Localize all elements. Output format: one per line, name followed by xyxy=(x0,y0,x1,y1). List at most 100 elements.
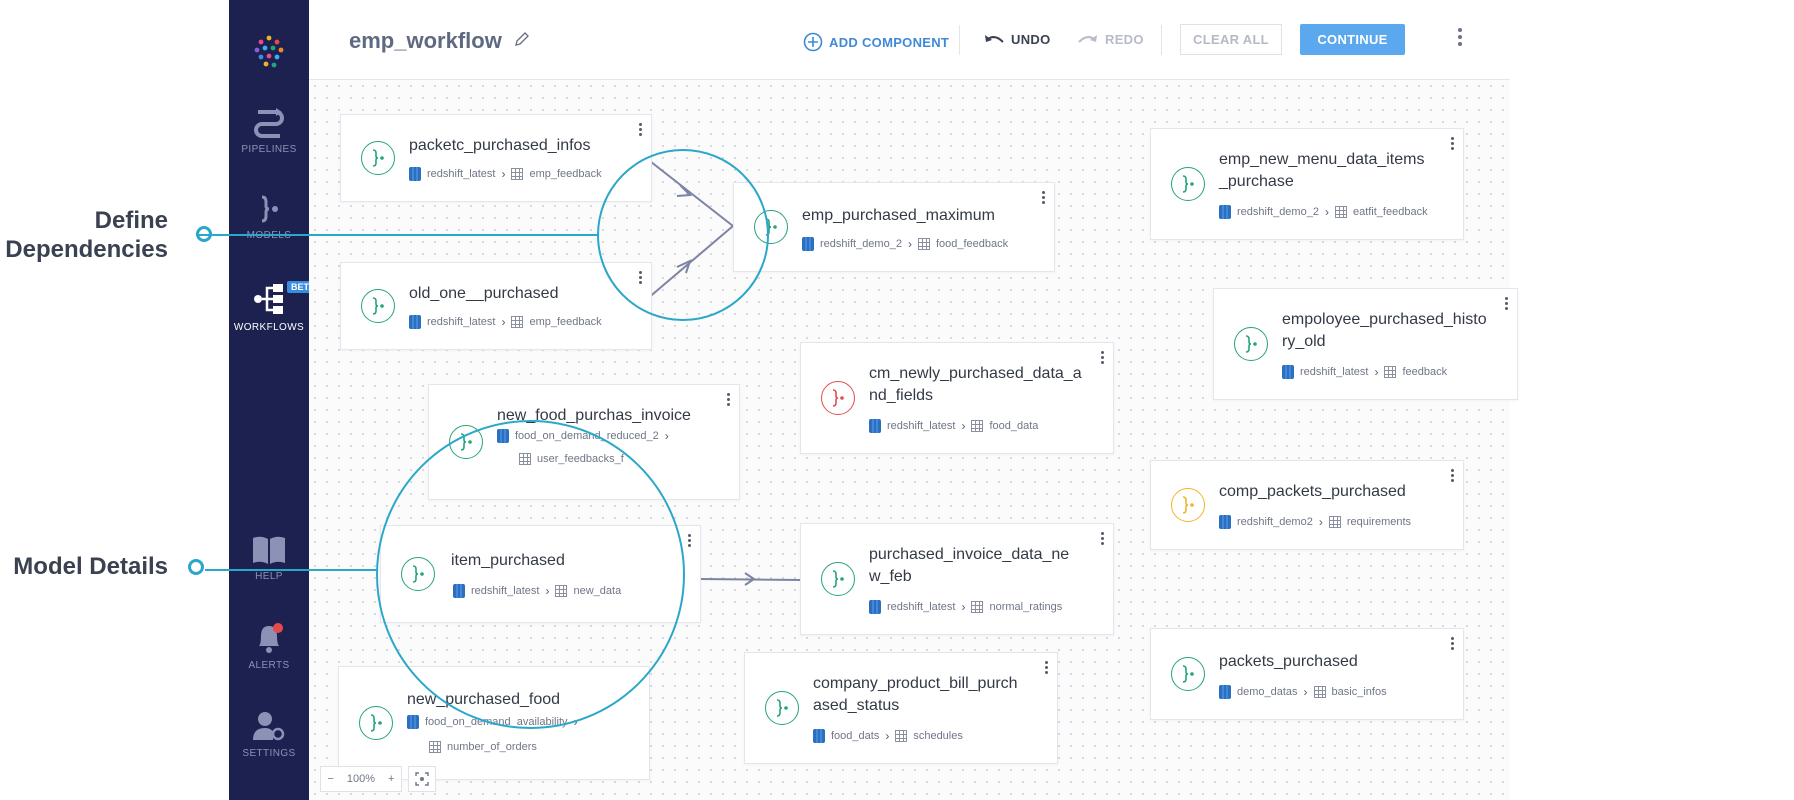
model-icon xyxy=(1234,327,1268,361)
sidebar-item-workflows[interactable]: WORKFLOWS xyxy=(229,282,309,333)
model-meta: redshift_demo2 › requirements xyxy=(1219,515,1411,529)
source-name: redshift_demo2 xyxy=(1237,516,1313,528)
chevron-right-icon: › xyxy=(961,600,966,614)
model-node[interactable]: purchased_invoice_data_ne w_feb redshift… xyxy=(800,523,1114,635)
model-icon xyxy=(359,706,393,740)
node-menu-icon[interactable] xyxy=(688,534,692,549)
model-details-magnifier xyxy=(376,420,685,729)
undo-label: UNDO xyxy=(1011,32,1051,47)
database-icon xyxy=(409,315,421,329)
sidebar-item-alerts[interactable]: ALERTS xyxy=(229,622,309,671)
sidebar-item-label: ALERTS xyxy=(248,660,290,671)
zoom-out-button[interactable]: − xyxy=(327,773,334,785)
model-name: company_product_bill_purch ased_status xyxy=(813,675,1018,714)
model-node[interactable]: comp_packets_purchased redshift_demo2›re… xyxy=(1150,460,1464,550)
user-settings-icon xyxy=(253,712,285,741)
model-name: purchased_invoice_data_ne w_feb xyxy=(869,546,1070,585)
add-component-button[interactable]: ADD COMPONENT xyxy=(803,32,949,52)
database-icon xyxy=(802,237,814,251)
sidebar: PIPELINES MODELS WORKFLOWS BETA HELP ALE… xyxy=(229,0,319,800)
database-icon xyxy=(407,715,419,729)
table-name: food_data xyxy=(989,420,1039,432)
model-meta: redshift_latest›food_data xyxy=(869,419,1038,433)
fit-to-screen-button[interactable] xyxy=(408,766,436,792)
undo-button[interactable]: UNDO xyxy=(983,32,1050,47)
table-icon xyxy=(895,730,908,742)
zoom-level: 100% xyxy=(346,773,376,785)
bell-icon xyxy=(259,623,283,653)
model-name: emp_new_menu_data_items _purchase xyxy=(1219,151,1425,190)
model-node[interactable]: packetc_purchased_infos redshift_latest›… xyxy=(340,114,652,202)
node-menu-icon[interactable] xyxy=(1042,191,1046,206)
toolbar-divider xyxy=(1161,25,1162,55)
redo-label: REDO xyxy=(1105,32,1144,47)
model-node[interactable]: old_one__purchased redshift_latest›emp_f… xyxy=(340,262,652,350)
source-name: redshift_latest xyxy=(887,420,956,432)
source-name: redshift_latest xyxy=(1300,366,1369,378)
model-name: old_one__purchased xyxy=(409,285,559,302)
define-dependencies-label: Define Dependencies xyxy=(5,206,168,264)
chevron-right-icon: › xyxy=(1303,685,1308,699)
model-node[interactable]: empoloyee_purchased_histo ry_old redshif… xyxy=(1213,288,1518,400)
table-name: basic_infos xyxy=(1331,686,1387,698)
model-name: cm_newly_purchased_data_a nd_fields xyxy=(869,365,1082,404)
model-icon xyxy=(1171,657,1205,691)
table-name: number_of_orders xyxy=(447,741,537,753)
model-icon xyxy=(1171,167,1205,201)
define-label-line1: Define xyxy=(94,207,168,234)
source-name: redshift_latest xyxy=(887,601,956,613)
chevron-right-icon: › xyxy=(885,729,890,743)
model-node[interactable]: packets_purchased demo_datas›basic_infos xyxy=(1150,628,1464,720)
clear-all-button[interactable]: CLEAR ALL xyxy=(1180,24,1282,55)
model-meta: redshift_latest›feedback xyxy=(1282,365,1447,379)
chevron-right-icon: › xyxy=(1318,515,1323,529)
table-icon xyxy=(1328,516,1341,528)
pencil-icon[interactable] xyxy=(513,30,531,48)
model-node[interactable]: emp_new_menu_data_items _purchase redshi… xyxy=(1150,128,1464,240)
database-icon xyxy=(869,600,881,614)
node-menu-icon[interactable] xyxy=(1451,637,1455,652)
model-meta: redshift_latest›emp_feedback xyxy=(409,315,602,329)
dependency-magnifier xyxy=(597,149,769,321)
node-menu-icon[interactable] xyxy=(1101,532,1105,547)
table-name: food_feedback xyxy=(935,238,1009,250)
source-name: redshift_demo_2 xyxy=(1237,206,1319,218)
add-component-label: ADD COMPONENT xyxy=(829,34,950,50)
node-menu-icon[interactable] xyxy=(1451,469,1455,484)
sidebar-item-label: WORKFLOWS xyxy=(233,322,305,333)
database-icon xyxy=(869,419,881,433)
more-options-icon[interactable] xyxy=(1457,28,1463,50)
node-menu-icon[interactable] xyxy=(639,123,643,138)
sidebar-item-label: SETTINGS xyxy=(242,748,296,759)
node-menu-icon[interactable] xyxy=(1505,297,1509,312)
model-node[interactable]: cm_newly_purchased_data_a nd_fields reds… xyxy=(800,342,1114,454)
chevron-right-icon: › xyxy=(501,315,506,329)
book-icon xyxy=(253,536,285,564)
table-name: requirements xyxy=(1346,516,1412,528)
continue-button[interactable]: CONTINUE xyxy=(1300,24,1405,55)
sidebar-item-help[interactable]: HELP xyxy=(229,535,309,582)
sidebar-item-settings[interactable]: SETTINGS xyxy=(229,710,309,759)
model-node[interactable]: company_product_bill_purch ased_status f… xyxy=(744,652,1058,764)
table-icon xyxy=(511,168,524,180)
node-menu-icon[interactable] xyxy=(1045,661,1049,676)
sidebar-item-label: MODELS xyxy=(246,230,292,241)
node-menu-icon[interactable] xyxy=(727,393,731,408)
fit-screen-icon xyxy=(415,772,429,786)
pipelines-icon xyxy=(254,108,284,138)
node-menu-icon[interactable] xyxy=(1101,351,1105,366)
model-icon xyxy=(361,141,395,175)
top-bar: emp_workflow ADD COMPONENT UNDO REDO CLE… xyxy=(309,0,1510,80)
model-node[interactable]: emp_purchased_maximum redshift_demo_2›fo… xyxy=(733,182,1055,272)
zoom-in-button[interactable]: + xyxy=(388,773,395,785)
node-menu-icon[interactable] xyxy=(1451,137,1455,152)
chevron-right-icon: › xyxy=(501,167,506,181)
model-meta: redshift_demo_2›food_feedback xyxy=(802,237,1008,251)
sidebar-item-pipelines[interactable]: PIPELINES xyxy=(229,106,309,155)
database-icon xyxy=(1219,685,1231,699)
zoom-control: − 100% + xyxy=(320,766,402,792)
sidebar-item-models[interactable]: MODELS xyxy=(229,194,309,241)
table-name: emp_feedback xyxy=(529,316,602,328)
redo-button[interactable]: REDO xyxy=(1077,32,1144,47)
models-icon xyxy=(261,195,278,223)
